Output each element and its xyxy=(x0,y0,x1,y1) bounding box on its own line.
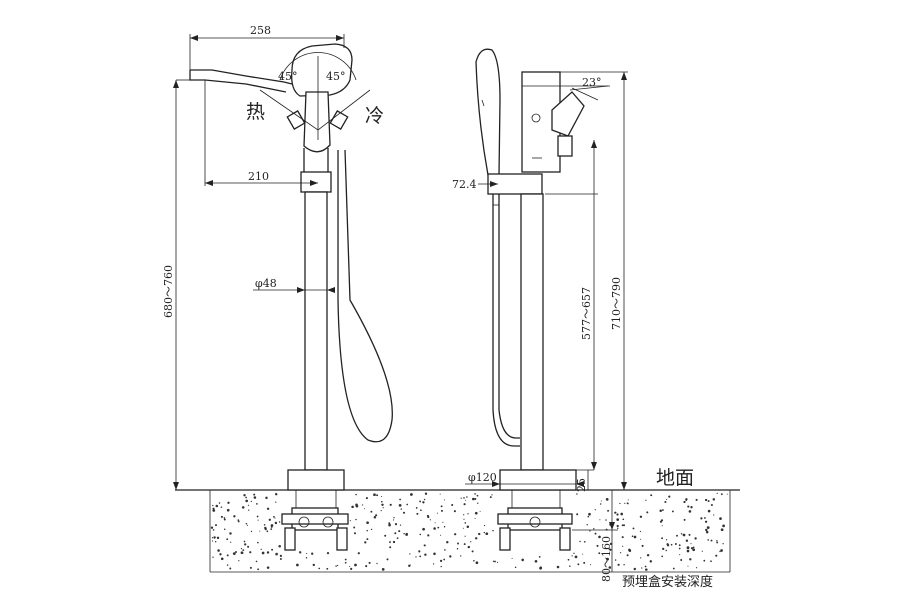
side-hose xyxy=(492,194,520,447)
shower-hose xyxy=(337,149,393,443)
dim-text-258: 258 xyxy=(250,24,271,37)
side-floor-base xyxy=(499,469,577,491)
dim-text-80-160: 80～160 xyxy=(600,536,613,582)
dim-25: 25 xyxy=(575,469,594,492)
dim-text-680-760: 680～760 xyxy=(162,265,175,318)
floor-base xyxy=(287,469,345,491)
box-depth-label: 预埋盒安装深度 xyxy=(622,574,713,590)
riser-pipe xyxy=(304,191,328,471)
dim-text-phi48: φ48 xyxy=(255,277,277,290)
cold-connector xyxy=(329,110,349,130)
dim-577-657: 577～657 xyxy=(545,140,598,470)
spout-top-edge xyxy=(190,69,301,87)
soil-hatch xyxy=(210,492,728,571)
embedded-box-side xyxy=(497,490,573,551)
dim-phi48: φ48 xyxy=(253,277,335,293)
dim-text-phi120: φ120 xyxy=(468,471,497,484)
side-view: 23° 72.4 φ120 xyxy=(452,48,628,582)
cold-label: 冷 xyxy=(365,105,384,127)
dim-710-790: 710～790 xyxy=(560,71,628,490)
dim-text-72-4: 72.4 xyxy=(452,178,477,191)
ground-section xyxy=(175,489,740,573)
side-handle-base xyxy=(557,135,573,157)
hot-label: 热 xyxy=(246,101,265,123)
dim-text-577-657: 577～657 xyxy=(580,287,593,340)
side-riser-pipe xyxy=(520,193,544,471)
angle-23-label: 23° xyxy=(582,76,602,89)
dim-text-710-790: 710～790 xyxy=(610,277,623,330)
dim-210: 210 xyxy=(205,170,318,186)
dim-258: 258 xyxy=(189,24,345,70)
dim-72-4: 72.4 xyxy=(452,178,498,191)
mixer-body xyxy=(303,91,331,153)
embedded-box-front xyxy=(281,490,349,551)
ground-label: 地面 xyxy=(656,467,694,489)
dim-text-210: 210 xyxy=(248,170,269,183)
collar xyxy=(300,171,332,193)
dim-text-25: 25 xyxy=(575,478,588,492)
dim-phi120: φ120 xyxy=(465,471,584,487)
dim-680-760: 680～760 xyxy=(162,79,190,490)
spout-bottom-edge xyxy=(189,70,287,93)
hot-connector xyxy=(286,110,306,130)
hand-shower xyxy=(475,48,501,176)
front-view: 258 45° 45° 热 冷 210 φ48 680～760 xyxy=(162,24,393,551)
angle-right-label: 45° xyxy=(326,70,346,83)
angle-left-label: 45° xyxy=(278,70,298,83)
side-handle xyxy=(551,91,585,137)
dim-80-160: 80～160 xyxy=(572,490,618,582)
